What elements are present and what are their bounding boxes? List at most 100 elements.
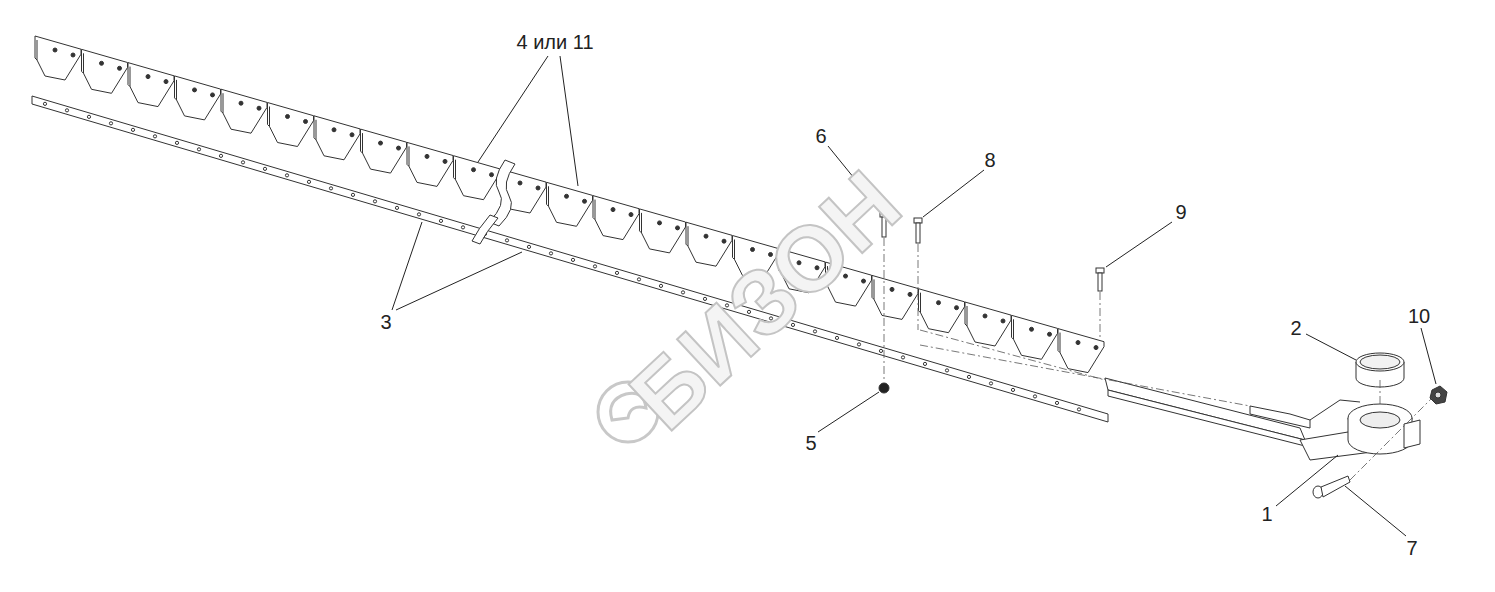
bar-hole <box>131 128 134 131</box>
section-edge <box>83 53 84 73</box>
rivet-hole <box>536 186 540 190</box>
bar-hole <box>879 349 882 352</box>
bar-hole <box>945 369 948 372</box>
rivet-hole <box>146 75 150 79</box>
watermark: БИЗОН <box>614 155 916 445</box>
rivet-hole <box>1001 319 1005 323</box>
rivet-hole <box>611 208 615 212</box>
rivet-hole <box>676 226 680 230</box>
rivet-hole <box>722 239 726 243</box>
rivet-hole <box>118 66 122 70</box>
rivet-hole <box>332 128 336 132</box>
rivet-hole <box>490 173 494 177</box>
knife-section <box>1058 329 1104 373</box>
bar-hole <box>813 330 816 333</box>
rivet-hole <box>908 292 912 296</box>
bar-hole <box>615 271 618 274</box>
rivet-hole <box>1076 341 1080 345</box>
section-edge <box>37 40 38 60</box>
section-edge <box>176 80 177 100</box>
bar-hole <box>329 187 332 190</box>
rivet-hole <box>583 199 587 203</box>
bolt-7 <box>1313 476 1350 498</box>
rivet-hole <box>239 101 243 105</box>
rivet-hole <box>211 93 215 97</box>
rivet-hole <box>629 213 633 217</box>
bar-hole <box>439 219 442 222</box>
rivet-hole <box>257 106 261 110</box>
knife-section <box>268 103 314 147</box>
section-edge <box>641 213 642 233</box>
section-edge <box>967 306 968 326</box>
bar-hole <box>637 278 640 281</box>
knife-section <box>640 209 686 253</box>
knife-section <box>407 142 453 186</box>
callout-number: 7 <box>1406 538 1417 558</box>
rivet-hole <box>937 301 941 305</box>
knife-head <box>1105 378 1420 460</box>
bar-hole <box>923 362 926 365</box>
rivet-hole <box>425 154 429 158</box>
rivet-hole <box>100 61 104 65</box>
bar-hole <box>1033 395 1036 398</box>
callout-number: 3 <box>380 312 391 332</box>
bar-hole <box>571 258 574 261</box>
rivet-hole <box>397 146 401 150</box>
knife-section <box>965 302 1011 346</box>
section-edge <box>874 279 875 299</box>
callout-number: 9 <box>1175 202 1186 222</box>
rivet-hole <box>1094 346 1098 350</box>
rivet-hole <box>71 53 75 57</box>
rivet-hole <box>862 279 866 283</box>
knife-section <box>454 156 500 200</box>
rivet-hole <box>53 48 57 52</box>
bar-strip <box>32 96 1108 422</box>
section-edge <box>269 106 270 126</box>
bar-hole <box>1055 401 1058 404</box>
bar-hole <box>241 161 244 164</box>
bar-hole <box>1077 408 1080 411</box>
bar-hole <box>835 336 838 339</box>
section-edge <box>1013 319 1014 339</box>
rivet-hole <box>565 194 569 198</box>
rivet-hole <box>658 221 662 225</box>
callout-number: 6 <box>815 126 826 146</box>
bar-hole <box>681 291 684 294</box>
bar-hole <box>351 193 354 196</box>
bar-hole <box>109 122 112 125</box>
bar-hole <box>901 356 904 359</box>
bar-hole <box>219 154 222 157</box>
section-edge <box>595 200 596 220</box>
knife-section <box>547 182 593 226</box>
section-edge <box>688 226 689 246</box>
knife-section <box>361 129 407 173</box>
callout-number: 1 <box>1261 504 1272 524</box>
bar-hole <box>175 141 178 144</box>
bar-hole <box>659 284 662 287</box>
callout-number: 8 <box>984 150 995 170</box>
rivet-hole <box>518 181 522 185</box>
rivet-hole <box>704 234 708 238</box>
nut-10 <box>1430 386 1447 404</box>
bar-hole <box>989 382 992 385</box>
bar-hole <box>593 265 596 268</box>
rivet-hole <box>1030 327 1034 331</box>
rivet-hole <box>472 168 476 172</box>
knife-section <box>686 222 732 266</box>
callout-number: 5 <box>805 433 816 453</box>
bar-hole <box>967 375 970 378</box>
callout-number: 4 или 11 <box>516 32 593 52</box>
bar-hole <box>417 213 420 216</box>
knife-section <box>128 63 174 107</box>
rivet-hole <box>1048 332 1052 336</box>
section-edge <box>920 293 921 313</box>
section-edge <box>455 160 456 180</box>
rivet-hole <box>890 287 894 291</box>
bar-hole <box>285 174 288 177</box>
bar-hole <box>505 239 508 242</box>
callout-number: 10 <box>1408 306 1430 326</box>
knife-section <box>872 275 918 319</box>
bar-hole <box>197 148 200 151</box>
leader-lines <box>392 56 1436 536</box>
section-edge <box>409 146 410 166</box>
